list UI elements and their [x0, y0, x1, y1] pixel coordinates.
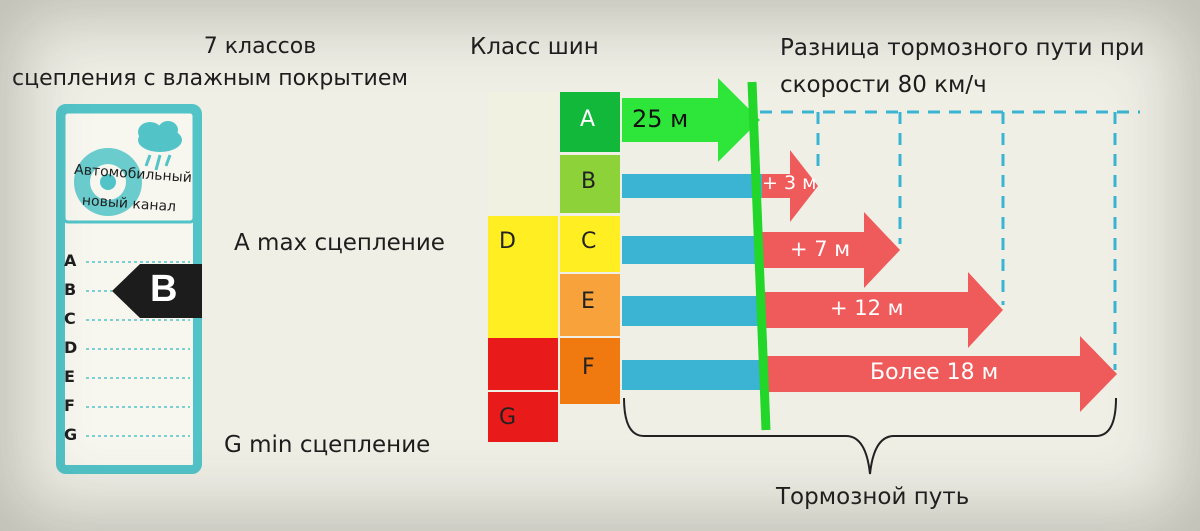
- braking-distance-label: Тормозной путь: [776, 484, 970, 510]
- rain-cloud-icon: [138, 121, 182, 171]
- class-block-red: [488, 338, 558, 390]
- class-cell-c-letter: C: [581, 229, 597, 254]
- class-block-d-letter: D: [499, 229, 516, 254]
- card-grade-c: C: [64, 309, 76, 328]
- arrow-class-a: [622, 78, 760, 162]
- class-block-d: [488, 216, 558, 338]
- delta-label-b: + 3 м: [762, 172, 817, 194]
- stop-line: [747, 81, 771, 431]
- class-block-top: [488, 92, 558, 216]
- class-cell-f: [560, 338, 620, 404]
- arrow-class-c: [762, 212, 900, 288]
- braking-distance-brace: [623, 397, 1117, 475]
- grades-caption-line1: 7 классов: [203, 34, 317, 59]
- tire-class-title: Класс шин: [470, 34, 599, 60]
- bar-class-c: [622, 236, 762, 264]
- grades-caption-line2: сцепления с влажным покрытием: [12, 66, 408, 91]
- card-grade-a: A: [64, 251, 77, 270]
- class-cell-a: [560, 92, 620, 152]
- class-block-g-letter: G: [499, 405, 517, 430]
- class-cell-f-letter: F: [582, 355, 595, 380]
- class-cell-c: [560, 216, 620, 272]
- braking-title-line1: Разница тормозного пути при: [780, 35, 1145, 61]
- class-cell-e: [560, 274, 620, 336]
- arrow-class-b: [762, 150, 818, 222]
- braking-title-line2: скорости 80 км/ч: [780, 72, 987, 98]
- card-grade-d: D: [64, 338, 78, 357]
- reference-dashes: [760, 110, 1140, 370]
- class-cell-b-letter: B: [581, 169, 597, 194]
- min-grip-label: G min сцепление: [224, 432, 431, 458]
- bar-class-f: [622, 360, 762, 390]
- delta-label-f: Более 18 м: [870, 360, 999, 385]
- card-grade-f: F: [64, 396, 75, 415]
- tyre-icon: [74, 148, 142, 216]
- base-distance-label: 25 м: [632, 105, 689, 133]
- class-block-g: [488, 392, 558, 442]
- class-cell-e-letter: E: [581, 289, 595, 314]
- class-cell-a-letter: A: [580, 107, 596, 132]
- card-grade-g: G: [64, 425, 78, 444]
- arrow-class-f: [762, 336, 1117, 412]
- selected-grade-letter: B: [150, 268, 178, 310]
- selected-grade-arrow: [112, 264, 202, 318]
- arrow-class-e: [762, 272, 1003, 348]
- max-grip-label: A max сцепление: [234, 230, 445, 256]
- bar-class-e: [622, 296, 762, 326]
- delta-label-c: + 7 м: [790, 237, 851, 261]
- card-grade-b: B: [64, 280, 77, 299]
- class-cell-b: [560, 155, 620, 213]
- bar-class-b: [622, 174, 762, 198]
- delta-label-e: + 12 м: [830, 296, 904, 320]
- card-grade-e: E: [64, 367, 75, 386]
